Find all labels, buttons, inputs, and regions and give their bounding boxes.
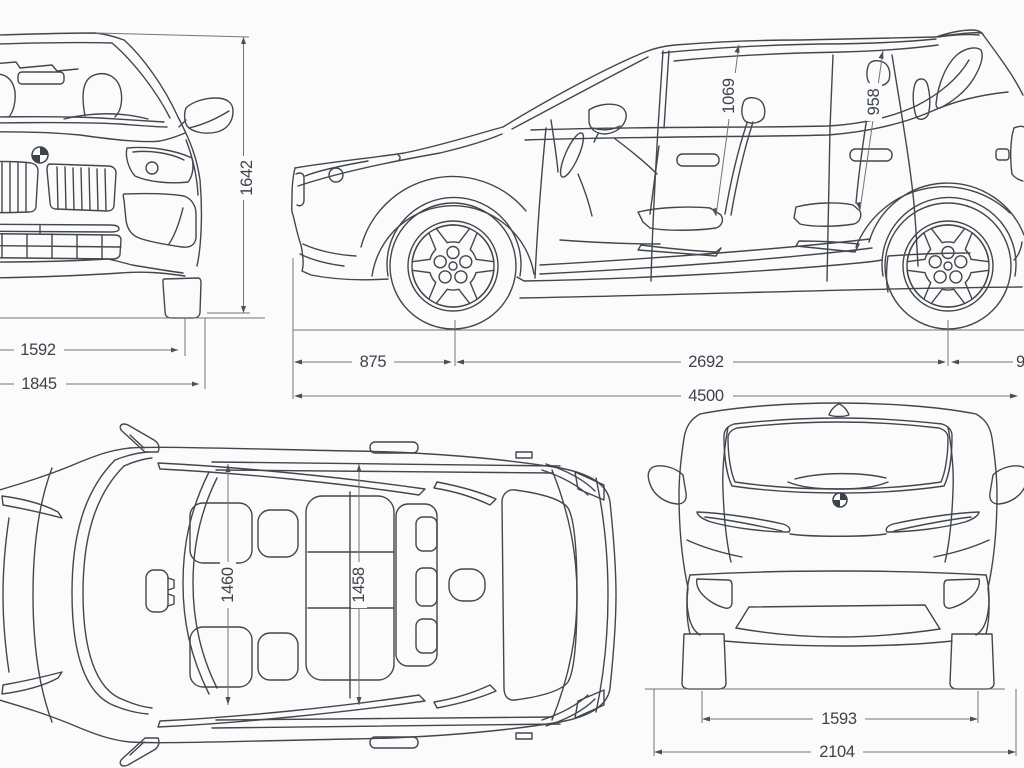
svg-text:2104: 2104 bbox=[819, 743, 855, 761]
svg-text:875: 875 bbox=[360, 353, 387, 371]
svg-text:1592: 1592 bbox=[20, 341, 56, 359]
svg-text:1069: 1069 bbox=[720, 78, 738, 114]
svg-text:1642: 1642 bbox=[238, 160, 256, 196]
svg-text:958: 958 bbox=[865, 89, 883, 116]
svg-text:1458: 1458 bbox=[350, 567, 368, 603]
svg-text:93: 93 bbox=[1016, 353, 1024, 371]
svg-text:2692: 2692 bbox=[688, 353, 724, 371]
svg-text:1460: 1460 bbox=[219, 567, 237, 603]
svg-text:1593: 1593 bbox=[821, 710, 857, 728]
svg-text:1845: 1845 bbox=[21, 375, 57, 393]
svg-text:4500: 4500 bbox=[688, 387, 724, 405]
